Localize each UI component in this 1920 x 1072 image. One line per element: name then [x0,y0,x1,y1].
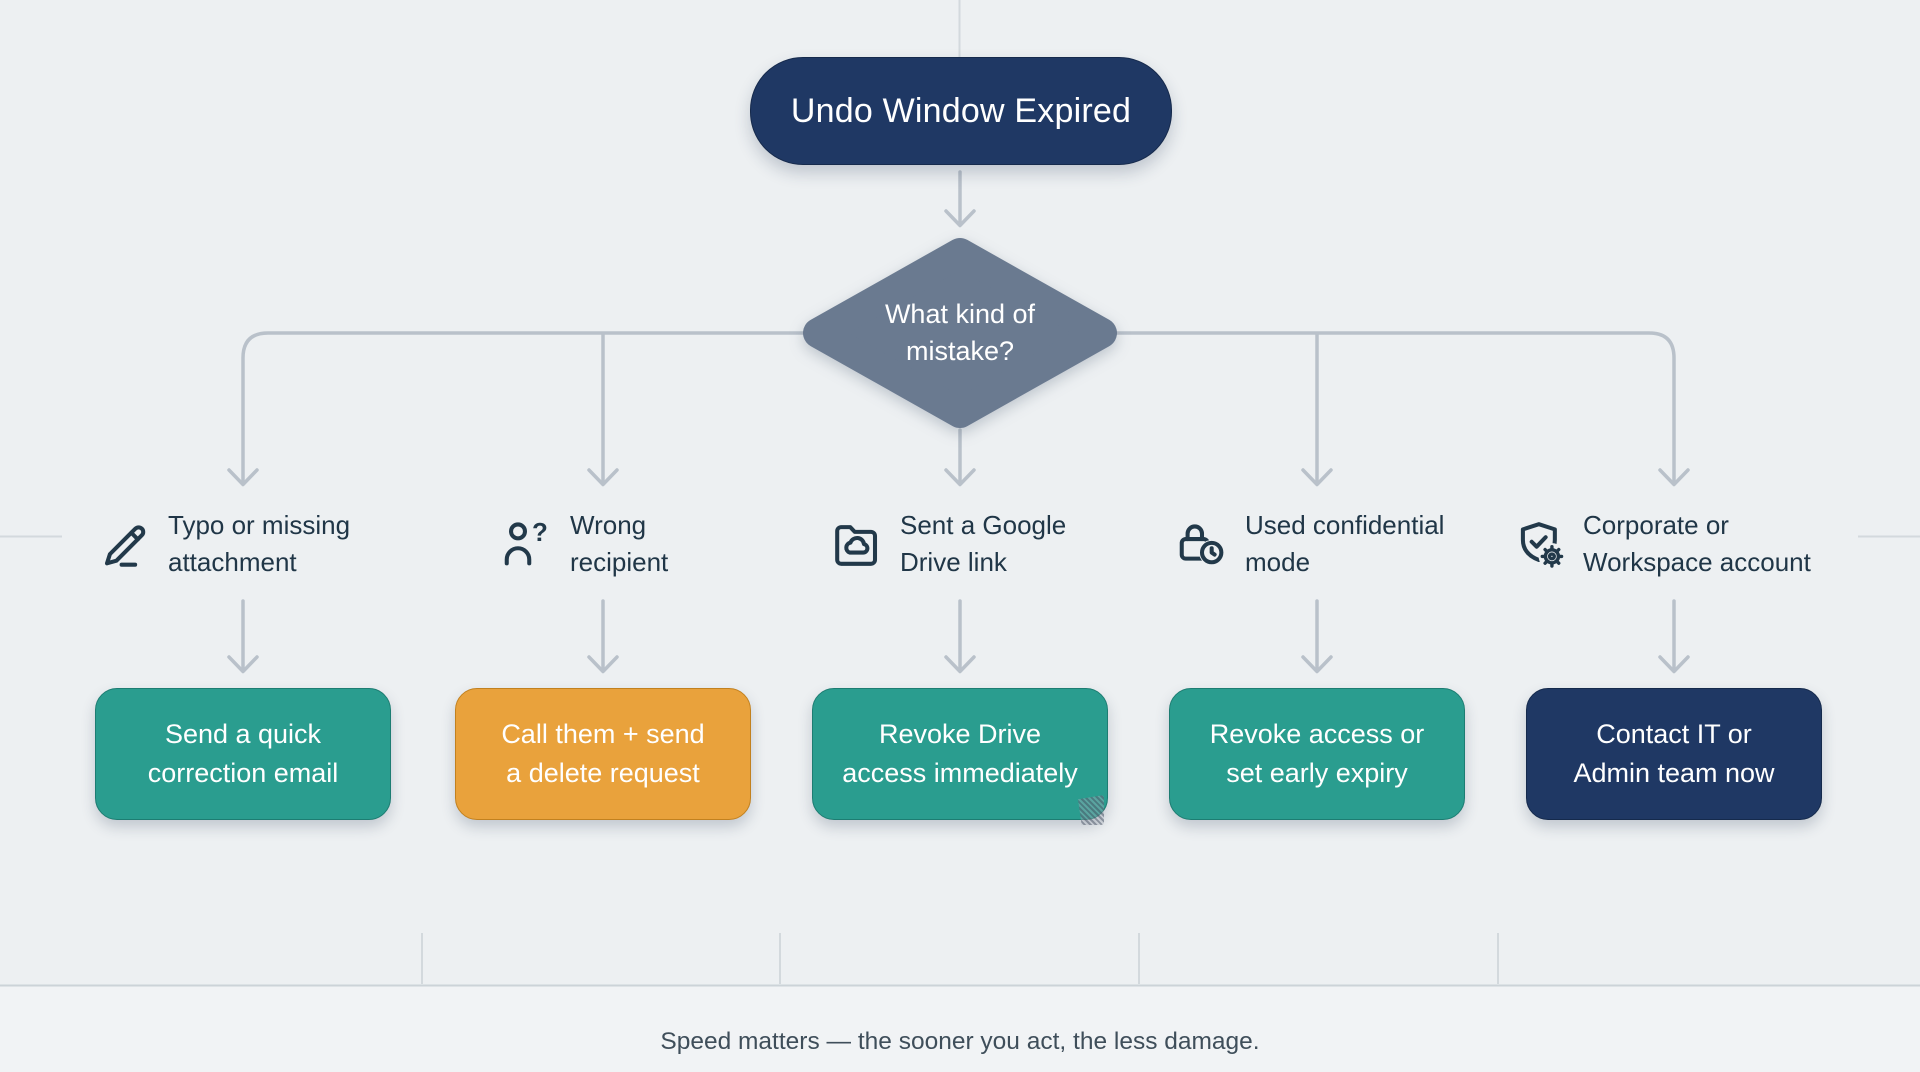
root-node-label: Undo Window Expired [790,91,1132,130]
arrowhead [1301,655,1333,674]
branch-trunk-left [241,331,962,485]
action-label: Call them + send a delete request [501,719,705,788]
cursor-artifact [1078,795,1104,825]
action-contact-it: Contact IT or Admin team now [1526,688,1822,820]
arrowhead [227,655,259,674]
arrowhead [1658,468,1690,487]
action-label: Revoke access or set early expiry [1209,719,1425,788]
root-node: Undo Window Expired [750,57,1172,165]
arrowhead [1658,655,1690,674]
svg-text:?: ? [532,519,548,547]
shield-check-gear-icon [1513,517,1567,571]
arrowhead [944,209,976,228]
action-revoke-drive-access: Revoke Drive access immediately [812,688,1108,820]
action-revoke-or-expiry: Revoke access or set early expiry [1169,688,1465,820]
branch-wrong-recipient: ? Wrong recipient [500,506,700,582]
user-question-icon: ? [500,517,554,571]
arrowhead [1301,468,1333,487]
arrowhead [944,468,976,487]
branch-confidential-mode: Used confidential mode [1175,506,1470,582]
branch-label: Sent a Google Drive link [900,510,1067,577]
branch-trunk-right [958,331,1676,485]
branch-label: Used confidential mode [1245,510,1445,577]
arrowhead [587,468,619,487]
decision-label: What kind of mistake? [884,299,1036,366]
bottom-strip [0,986,1920,1072]
arrowhead [227,468,259,487]
branch-label: Wrong recipient [570,510,669,577]
arrowhead [587,655,619,674]
branch-drive-link: Sent a Google Drive link [830,506,1085,582]
action-label: Contact IT or Admin team now [1573,719,1775,788]
arrowhead [944,655,976,674]
branch-label: Typo or missing attachment [168,510,351,577]
grid-ticks [421,933,1499,984]
action-call-delete-request: Call them + send a delete request [455,688,751,820]
footer-note: Speed matters — the sooner you act, the … [660,1028,1260,1055]
branch-label: Corporate or Workspace account [1583,510,1811,577]
action-correction-email: Send a quick correction email [95,688,391,820]
lock-clock-icon [1175,517,1229,571]
folder-cloud-icon [830,517,884,571]
action-label: Send a quick correction email [147,719,339,788]
branch-corporate-account: Corporate or Workspace account [1513,506,1818,582]
action-label: Revoke Drive access immediately [842,719,1078,788]
branch-typo: Typo or missing attachment [98,506,368,582]
pencil-icon [98,517,152,571]
